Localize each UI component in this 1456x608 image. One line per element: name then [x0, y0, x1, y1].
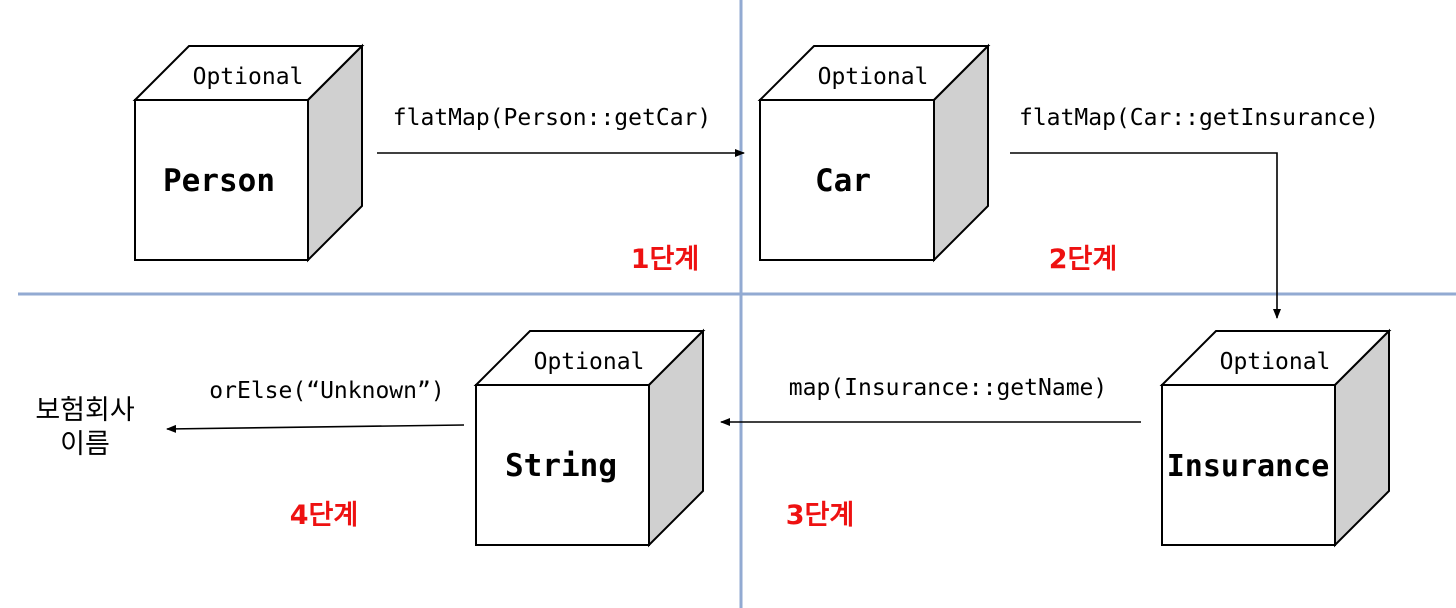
optional-insurance-cube: Optional Insurance [1159, 328, 1392, 548]
cube-wrapper-label: Optional [818, 64, 929, 90]
result-label-line1: 보험회사 [35, 395, 135, 426]
cube-wrapper-label: Optional [534, 349, 645, 375]
stage2-label: 2단계 [1049, 244, 1117, 275]
stage4-label: 4단계 [290, 500, 358, 531]
cube-wrapper-label: Optional [193, 64, 304, 90]
cube-content-label: Insurance [1167, 449, 1330, 484]
cube-content-label: Car [815, 163, 871, 199]
op4-arrow [166, 424, 465, 433]
op1-label: flatMap(Person::getCar) [393, 105, 712, 131]
cube-content-label: String [505, 448, 617, 484]
op4-label: orElse(“Unknown”) [209, 378, 444, 404]
stage3-label: 3단계 [786, 500, 854, 531]
stage1-label: 1단계 [631, 244, 699, 275]
op2-arrow [1010, 152, 1281, 319]
result-label-line2: 이름 [60, 429, 110, 460]
op2-label: flatMap(Car::getInsurance) [1019, 105, 1379, 131]
op3-label: map(Insurance::getName) [789, 375, 1108, 401]
cube-front-face [475, 384, 650, 546]
optional-string-cube: Optional String [473, 328, 706, 548]
optional-person-cube: Optional Person [132, 43, 365, 263]
cube-wrapper-label: Optional [1220, 349, 1331, 375]
cube-front-face [759, 99, 935, 261]
optional-car-cube: Optional Car [757, 43, 991, 263]
cube-front-face [134, 99, 309, 261]
cube-front-face [1161, 384, 1336, 546]
cube-content-label: Person [163, 163, 275, 199]
